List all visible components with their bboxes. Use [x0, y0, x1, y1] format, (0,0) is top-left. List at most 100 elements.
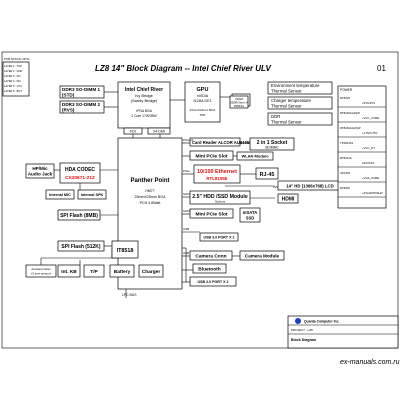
power-item: +VGA_CORE	[362, 176, 379, 180]
battery-box	[109, 264, 135, 278]
int-kb-box	[57, 264, 81, 278]
watermark: ex-manuals.com.ru	[340, 359, 400, 366]
power-item: +VCC_GT	[362, 146, 375, 150]
gpu-line: 23mmX23mm BGA	[190, 108, 216, 112]
ddr3-dimm2-label: DDR3 SO-DIMM 2	[62, 102, 100, 107]
vram-box-stack	[229, 95, 249, 109]
msata-sub: SSD	[246, 216, 255, 221]
hp-mic-sub: Audio Jack	[28, 172, 53, 177]
cpu-line: (Sandy Bridge)	[131, 98, 158, 103]
bus-label-sata: SATA	[183, 192, 190, 196]
vram-line: GDDR3 Mem x4	[230, 102, 249, 105]
pch-title: Panther Point	[130, 178, 169, 184]
quanta-logo-icon	[295, 318, 301, 324]
gpu-title: GPU	[197, 87, 209, 93]
card-reader-label: Card Reader ALCOR AU6435B52	[192, 140, 258, 145]
pcb-layer: LAYER 5 : VCC	[4, 84, 22, 88]
charger-box	[138, 264, 164, 278]
vram-line: VRAM	[235, 97, 244, 101]
wlan-module-box	[236, 151, 274, 161]
int-kb-label: Int. KB	[61, 269, 77, 275]
diagram-title: LZ8 14" Block Diagram -- Intel Chief Riv…	[95, 64, 272, 73]
power-item: +VCC_CORE	[362, 116, 379, 120]
power-item: RT8239ALZQW	[340, 111, 360, 115]
usb30-label: USB 3.0 PORT X 2	[204, 236, 235, 240]
power-table-box	[337, 85, 387, 209]
power-title: POWER	[340, 88, 353, 92]
power-table: POWER RT8235 +5VS/3VS RT8239ALZQW+VCC_CORE…	[337, 85, 387, 209]
hda-codec-label: HDA CODEC	[65, 167, 95, 173]
gpu-line: N13M-GE1	[194, 99, 212, 103]
hdd-label: 2.5" HDD /SSD Module	[192, 194, 248, 200]
lcd-label: 14" HD (1366x768) LCD	[286, 184, 333, 189]
power-item: RT8239AGZQW	[340, 126, 361, 130]
accelerometer-box	[25, 264, 57, 278]
card-reader-box	[189, 137, 241, 147]
camera-conn-box	[189, 250, 233, 261]
spi-flash-512k-label: SPI Flash (512K)	[61, 244, 101, 250]
ethernet-chip: RTL8105E	[206, 176, 227, 181]
cpu-title: Intel Chief River	[125, 87, 163, 93]
hp-mic-box	[25, 163, 55, 179]
mini-pcie-wlan-label: Mini PCIe Slot	[196, 154, 228, 160]
hdd-box	[189, 190, 251, 205]
gpu-box	[184, 81, 221, 123]
cpu-line: Ivy Bridge	[135, 93, 154, 98]
title-block-box	[287, 315, 399, 349]
pcb-layer: LAYER 2 : GND	[4, 69, 23, 73]
card-socket-label: 2 in 1 Socket	[257, 140, 288, 146]
power-item: TPS51461	[340, 141, 354, 145]
cpu-box	[117, 81, 171, 129]
pcb-stackup-box	[2, 61, 30, 97]
pcb-layer: LAYER 3 : IN1	[4, 74, 21, 78]
card-socket-box	[249, 137, 295, 151]
pcb-layer: LAYER 6 : BOT	[4, 89, 22, 93]
bus-label-pcie: PCIe x1	[183, 138, 194, 142]
pch-line: PCH 3.8Watt	[140, 201, 161, 205]
ddr3-dimm1-label: DDR3 SO-DIMM 1	[62, 87, 100, 92]
power-item: RT8235	[340, 96, 350, 100]
pcb-layer: LAYER 1 : TOP	[4, 64, 22, 68]
internal-mic-label: Internal MIC	[49, 193, 71, 197]
bus-label-lvds: LVDS	[273, 185, 281, 189]
hdd-sub: Options	[215, 200, 226, 204]
ddr-thermal-box	[267, 112, 333, 126]
power-item: RT8206	[340, 186, 350, 190]
battery-label: Battery	[114, 269, 131, 275]
internal-mic-box	[45, 189, 75, 200]
vram-line: 256M/1G	[234, 105, 244, 108]
ddr3-dimm1-sub: (STD)	[62, 93, 75, 98]
mini-pcie-msata-box	[189, 208, 234, 219]
cpu-line: rPGA BGA	[136, 109, 153, 113]
pch-line: 25mmX25mm BGA	[135, 195, 167, 199]
ddr-thermal-line: DDR	[271, 114, 280, 119]
power-item: +5VS/3VS	[362, 101, 375, 105]
ddr3-dimm1-box	[59, 85, 105, 99]
card-socket-sub: SD/MMC	[265, 146, 279, 150]
rj45-box	[255, 167, 279, 180]
ethernet-box	[193, 164, 241, 184]
doc-name: Block Diagram	[291, 338, 316, 342]
env-thermal-box	[267, 81, 333, 95]
sheet-border	[1, 51, 399, 349]
charger-thermal-box	[267, 96, 333, 110]
page-number: 01	[377, 64, 386, 73]
ddr3-dimm2-sub: (RVS)	[62, 108, 75, 113]
env-thermal-line: Thermal Sensor	[271, 89, 302, 94]
camera-conn-label: Camera Conn	[195, 254, 226, 260]
msata-label: mSATA	[243, 210, 258, 215]
charger-thermal-line: Thermal Sensor	[271, 104, 302, 109]
power-item: +1.5V/0.75V	[362, 131, 378, 135]
spi-flash-8mb-label: SPI Flash (8MB)	[60, 213, 98, 219]
usb30-box	[199, 232, 239, 242]
usb20-box	[189, 276, 237, 287]
accelerometer-label: Accelerometer	[31, 267, 50, 271]
pcb-stackup-title: PCB STACK UP 6L	[4, 57, 30, 61]
gpu-line: nVIDIA	[197, 94, 209, 98]
ddr-thermal-line: Thermal Sensor	[271, 120, 302, 125]
rj45-label: RJ-45	[260, 172, 275, 178]
bus-label-pcie: PCIe	[183, 169, 190, 173]
mini-pcie-wlan-box	[189, 150, 234, 161]
cpu-line: 2 Core 17W/35W	[131, 114, 157, 118]
